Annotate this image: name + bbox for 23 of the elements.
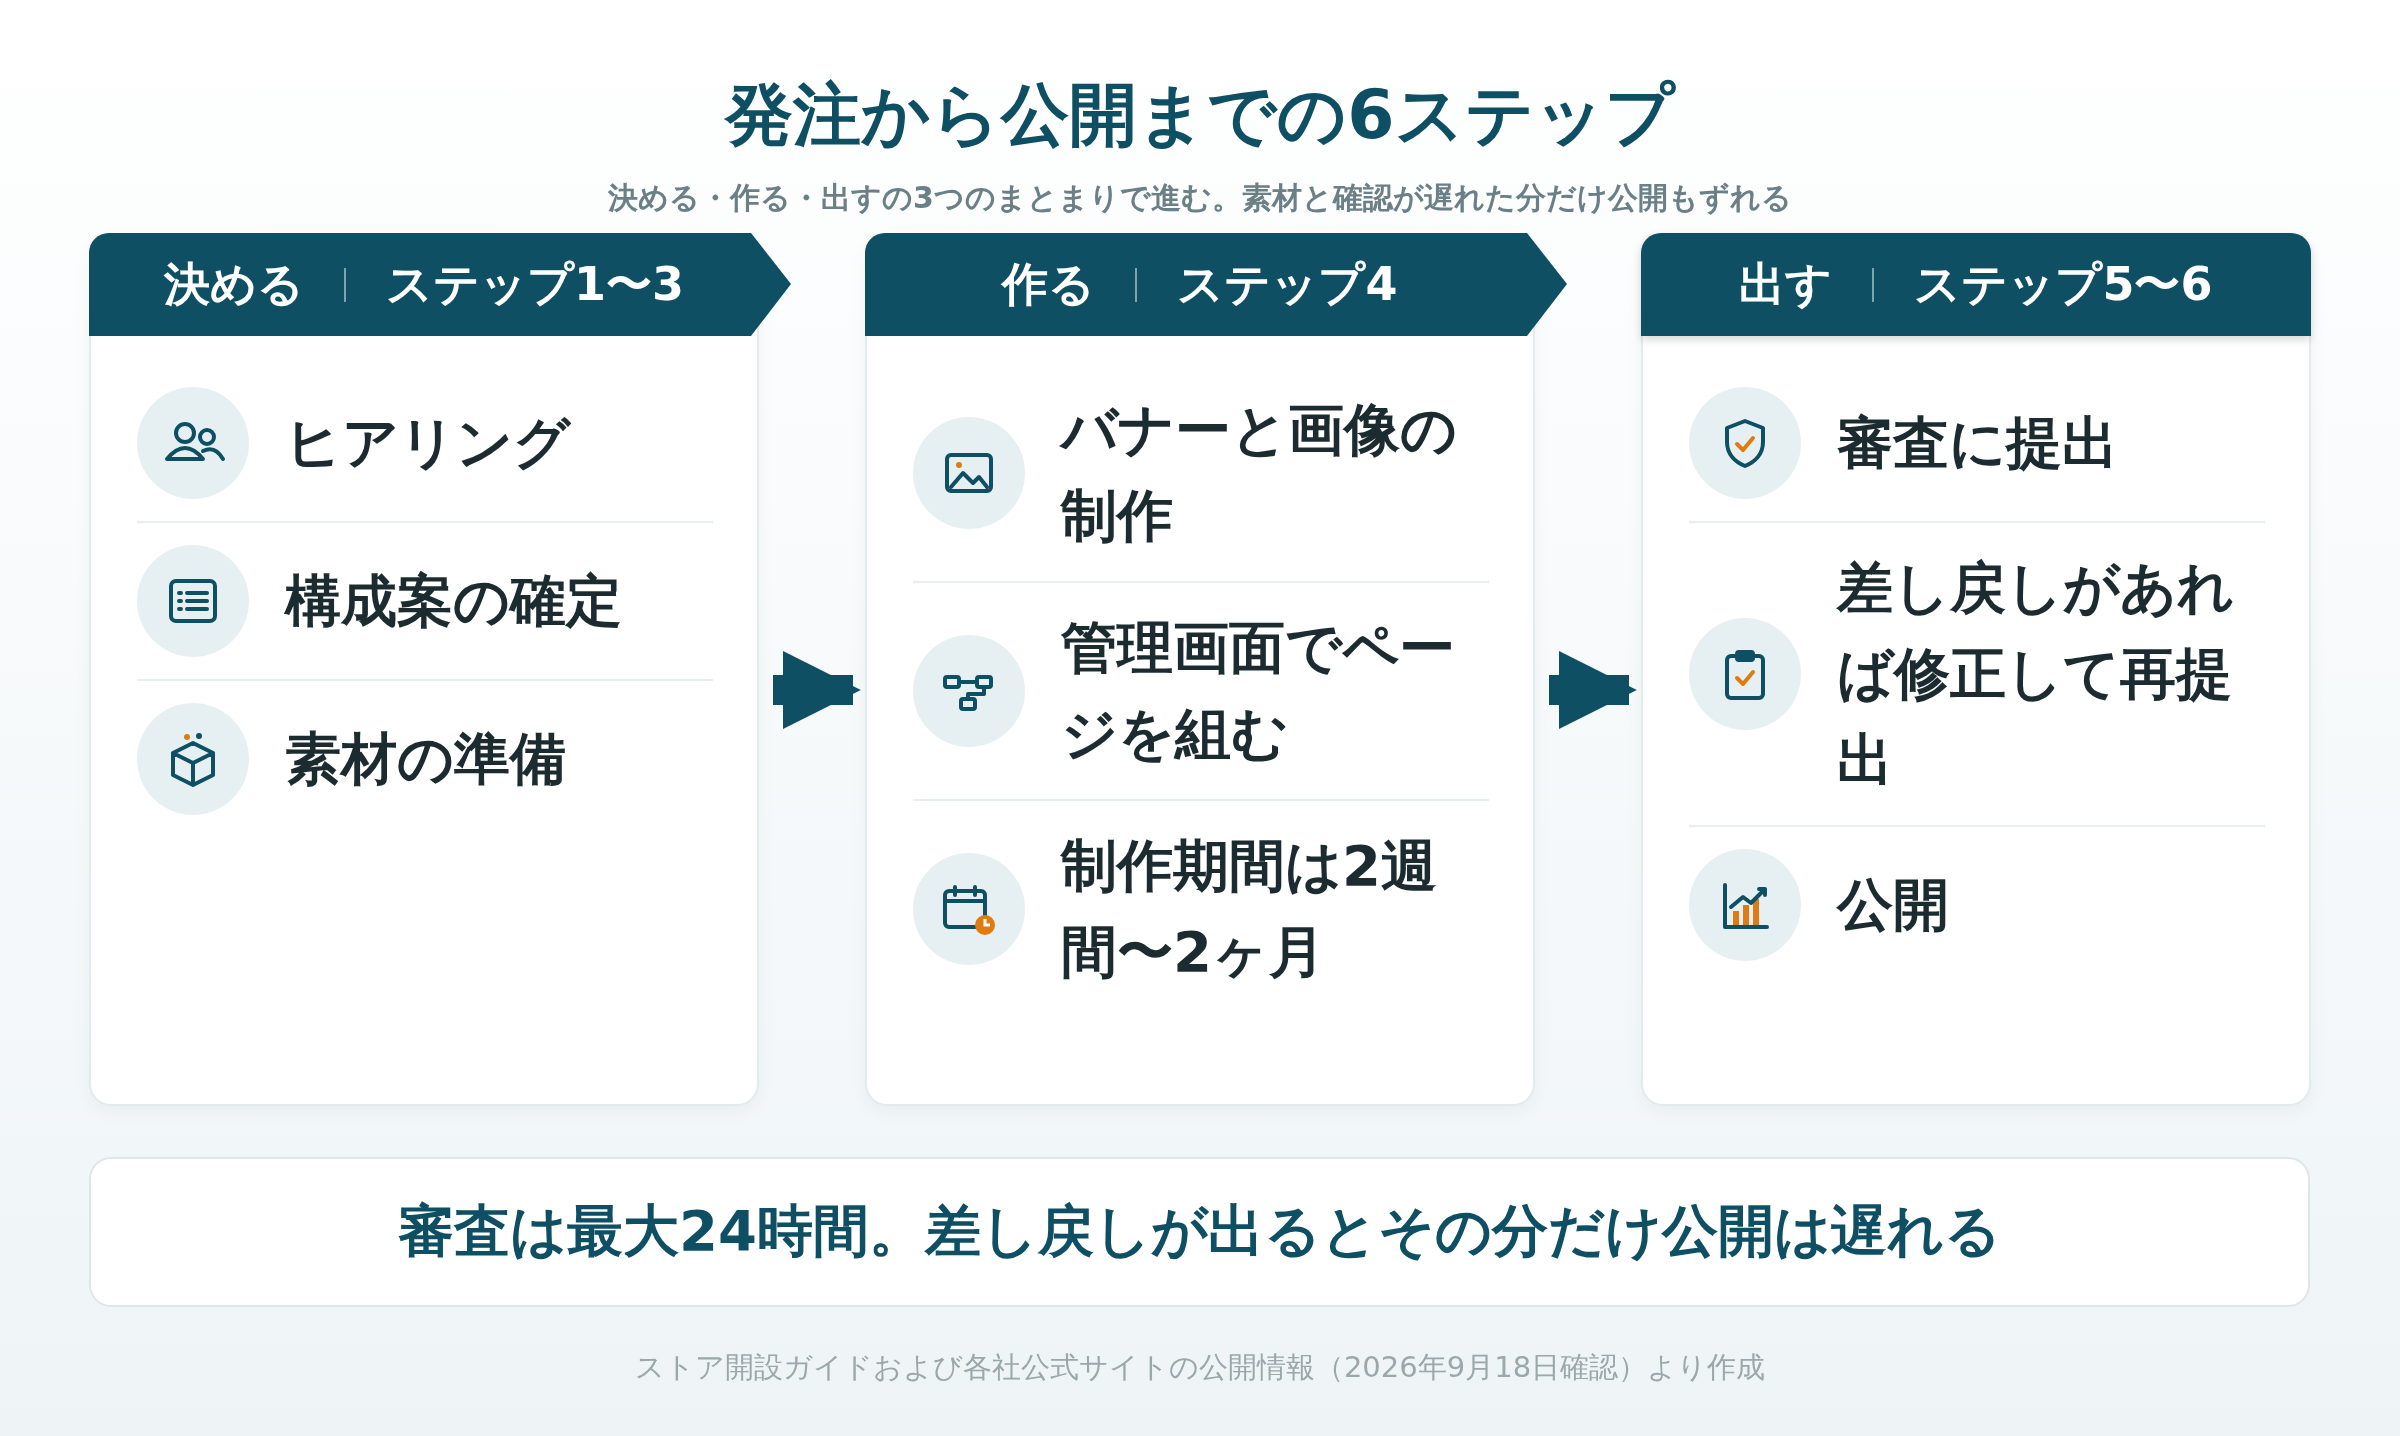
step-label: 素材の準備 [285,725,567,793]
arrow [773,651,861,729]
step-panel [1641,233,2311,1106]
note-banner [89,1157,2310,1307]
step-label: 公開 [1837,871,1950,939]
step-label: バナーと画像の制作 [1061,396,1458,550]
arrow [1549,651,1637,729]
phase-name: 出す [1739,255,1833,313]
diagram-title: 発注から公開までの6ステップ [725,74,1675,156]
step-label: 差し戻しがあれば修正して再提出 [1837,554,2235,794]
step-label: ヒアリング [285,409,572,477]
step-label: 制作期間は2週間〜2ヶ月 [1061,832,1438,986]
subtitle: 決める・作る・出すの3つのまとまりで進む。素材と確認が遅れた分だけ公開もずれる [608,179,1792,217]
step-label: 審査に提出 [1837,409,2119,477]
phase-name: 作る [1002,255,1096,313]
note-text: 審査は最大24時間。差し戻しが出るとその分だけ公開は遅れる [398,1197,2001,1265]
step-range: ステップ4 [1177,255,1398,313]
step-range: ステップ5〜6 [1914,255,2213,313]
source-note: ストア開設ガイドおよび各社公式サイトの公開情報（2026年9月18日確認）より作成 [634,1349,1766,1386]
step-label: 構成案の確定 [285,567,623,635]
step-label: 管理画面でページを組む [1061,614,1456,768]
phase-name: 決める [164,255,304,313]
step-range: ステップ1〜3 [386,255,684,313]
